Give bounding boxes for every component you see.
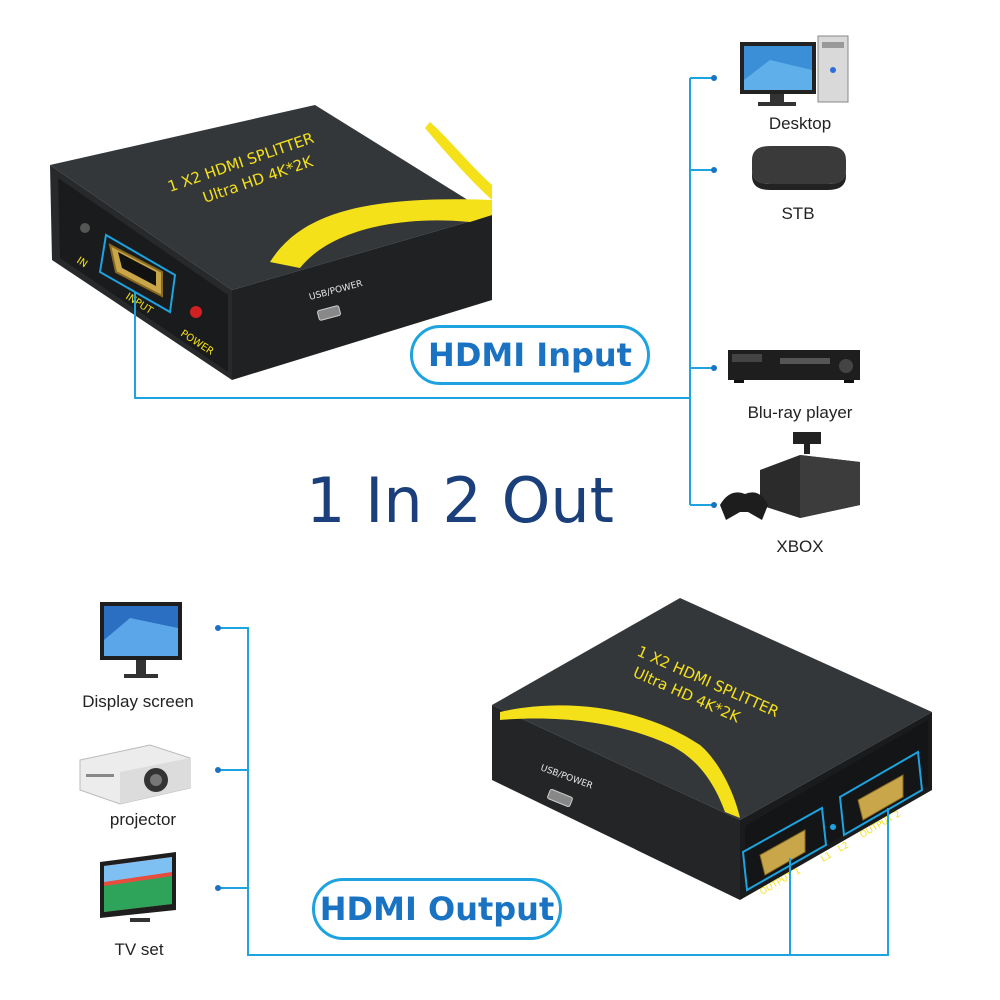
label-tv-set: TV set <box>114 940 164 959</box>
splitter-input-side: 1 X2 HDMI SPLITTER Ultra HD 4K*2K IN INP… <box>50 105 492 380</box>
connector-dots-bottom <box>215 625 221 891</box>
headline-title: 1 In 2 Out <box>305 464 614 537</box>
led-l2-label: L2 <box>837 841 851 855</box>
xbox-console-icon <box>720 432 860 520</box>
tv-icon <box>100 852 176 922</box>
output-connector-lines <box>218 627 889 956</box>
label-display-screen: Display screen <box>82 692 194 711</box>
projector-icon <box>79 744 191 805</box>
port-in-label: IN <box>74 255 89 270</box>
input-connector-lines <box>134 77 714 506</box>
set-top-box-icon <box>752 146 846 190</box>
desktop-computer-icon <box>740 35 849 106</box>
led-l1-label: L1 <box>820 851 834 865</box>
label-bluray: Blu-ray player <box>747 403 853 422</box>
hdmi-output-pill: HDMI Output <box>312 878 562 940</box>
hdmi-output-label: HDMI Output <box>319 890 555 928</box>
monitor-icon <box>100 602 182 678</box>
label-projector: projector <box>109 810 177 829</box>
hdmi-input-pill: HDMI Input <box>410 325 650 385</box>
bluray-player-icon <box>728 350 860 383</box>
label-desktop: Desktop <box>768 114 832 133</box>
connector-dots-top <box>711 75 717 508</box>
label-stb: STB <box>781 204 815 223</box>
label-xbox: XBOX <box>776 537 824 556</box>
hdmi-input-label: HDMI Input <box>428 336 632 374</box>
splitter-output-side: 1 X2 HDMI SPLITTER Ultra HD 4K*2K USB/PO… <box>492 598 932 900</box>
